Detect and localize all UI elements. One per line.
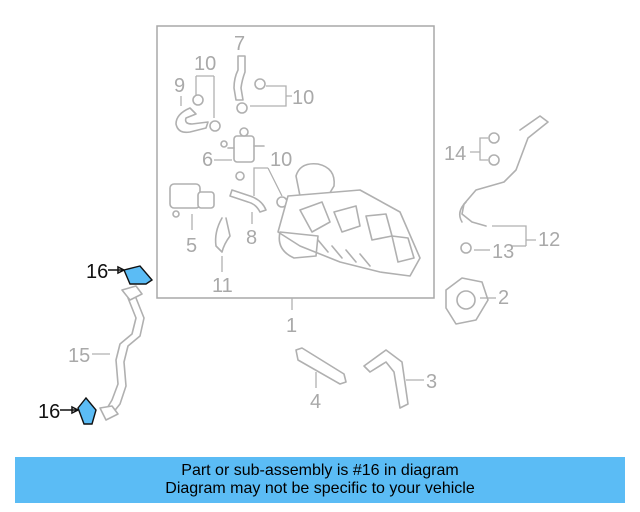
callout-4[interactable]: 4 — [310, 391, 321, 413]
part-8-hose[interactable] — [229, 189, 267, 213]
parts-diagram: 1 7 9 10 10 6 10 5 8 — [38, 25, 560, 425]
banner-line-1: Part or sub-assembly is #16 in diagram — [181, 462, 459, 479]
part-16-gasket-lower[interactable] — [77, 396, 97, 425]
part-10-clamp[interactable] — [236, 102, 248, 114]
callout-16-lower[interactable]: 16 — [38, 401, 60, 423]
part-12-oil-line[interactable] — [458, 115, 549, 227]
callout-3[interactable]: 3 — [426, 371, 437, 393]
part-4-bracket[interactable] — [295, 347, 347, 385]
part-10-clamp[interactable] — [254, 78, 266, 90]
callout-6[interactable]: 6 — [202, 149, 213, 171]
part-9-hose[interactable] — [175, 107, 209, 134]
callout-12[interactable]: 12 — [538, 229, 560, 251]
callout-9[interactable]: 9 — [174, 75, 185, 97]
callout-5[interactable]: 5 — [186, 235, 197, 257]
part-10-clamp[interactable] — [235, 171, 245, 181]
part-13-washer[interactable] — [460, 242, 472, 254]
callout-7[interactable]: 7 — [234, 33, 245, 55]
part-3-bracket[interactable] — [363, 349, 409, 409]
part-2-gasket[interactable] — [445, 277, 489, 325]
callout-14[interactable]: 14 — [444, 143, 466, 165]
part-5-actuator[interactable] — [169, 183, 215, 218]
part-10-clamp[interactable] — [192, 94, 204, 106]
callout-1[interactable]: 1 — [286, 315, 297, 337]
part-14-washer[interactable] — [488, 132, 500, 144]
callout-16-upper[interactable]: 16 — [86, 261, 108, 283]
turbocharger-manifold[interactable] — [277, 162, 421, 277]
part-10-clamp[interactable] — [209, 120, 221, 132]
callout-8[interactable]: 8 — [246, 227, 257, 249]
part-16-gasket-upper[interactable] — [123, 265, 154, 285]
callout-11[interactable]: 11 — [212, 275, 233, 297]
callout-13[interactable]: 13 — [492, 241, 514, 263]
part-14-washer[interactable] — [488, 154, 500, 166]
callout-10-middle[interactable]: 10 — [270, 149, 292, 171]
callout-10-upper-left[interactable]: 10 — [194, 53, 216, 75]
banner-line-2: Diagram may not be specific to your vehi… — [165, 480, 475, 497]
turbocharger-assembly-frame — [156, 25, 435, 299]
info-banner: Part or sub-assembly is #16 in diagram D… — [15, 457, 625, 503]
callout-15[interactable]: 15 — [68, 345, 90, 367]
part-15-pipe[interactable] — [99, 285, 145, 421]
part-7-hose[interactable] — [233, 55, 246, 101]
callout-10-upper-right[interactable]: 10 — [292, 87, 314, 109]
part-11-hose[interactable] — [214, 217, 231, 253]
callout-2[interactable]: 2 — [498, 287, 509, 309]
part-6-valve[interactable] — [227, 127, 265, 163]
